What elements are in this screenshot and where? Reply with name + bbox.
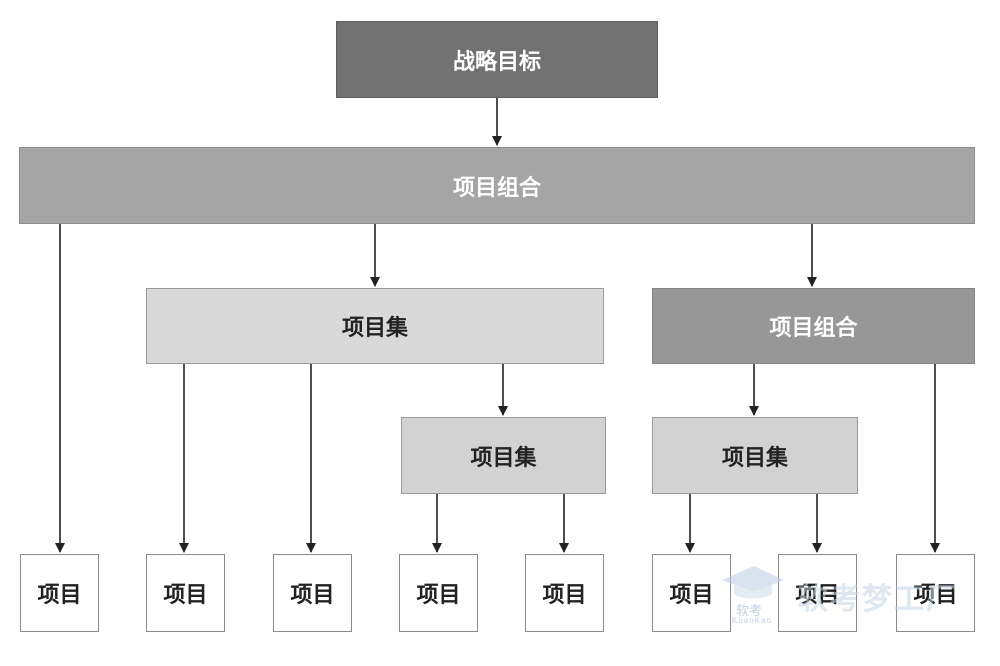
project-label: 项目 (416, 583, 461, 608)
project-box-2: 项目 (146, 554, 225, 632)
project-label: 项目 (163, 583, 208, 608)
program-label-left: 项目集 (341, 316, 408, 341)
project-label: 项目 (37, 583, 82, 608)
project-box-5: 项目 (525, 554, 604, 632)
project-label: 项目 (669, 583, 714, 608)
portfolio-box-top: 项目组合 (19, 147, 975, 224)
program-box-sub-mid: 项目集 (401, 417, 606, 494)
project-label: 项目 (913, 583, 958, 608)
project-box-4: 项目 (399, 554, 478, 632)
strategy-goal-box: 战略目标 (336, 21, 658, 98)
portfolio-label-right: 项目组合 (769, 316, 858, 341)
portfolio-label-top: 项目组合 (452, 175, 541, 201)
program-label-sub-mid: 项目集 (470, 445, 537, 471)
strategy-goal-label: 战略目标 (452, 49, 541, 75)
program-box-left: 项目集 (146, 288, 604, 364)
project-box-3: 项目 (273, 554, 352, 632)
project-box-7: 项目 (778, 554, 857, 632)
program-label-sub-right: 项目集 (721, 445, 788, 471)
project-box-6: 项目 (652, 554, 731, 632)
project-box-1: 项目 (20, 554, 99, 632)
program-box-sub-right: 项目集 (652, 417, 858, 494)
project-label: 项目 (795, 583, 840, 608)
portfolio-box-right: 项目组合 (652, 288, 975, 364)
project-label: 项目 (290, 583, 335, 608)
project-label: 项目 (542, 583, 587, 608)
project-box-8: 项目 (896, 554, 975, 632)
